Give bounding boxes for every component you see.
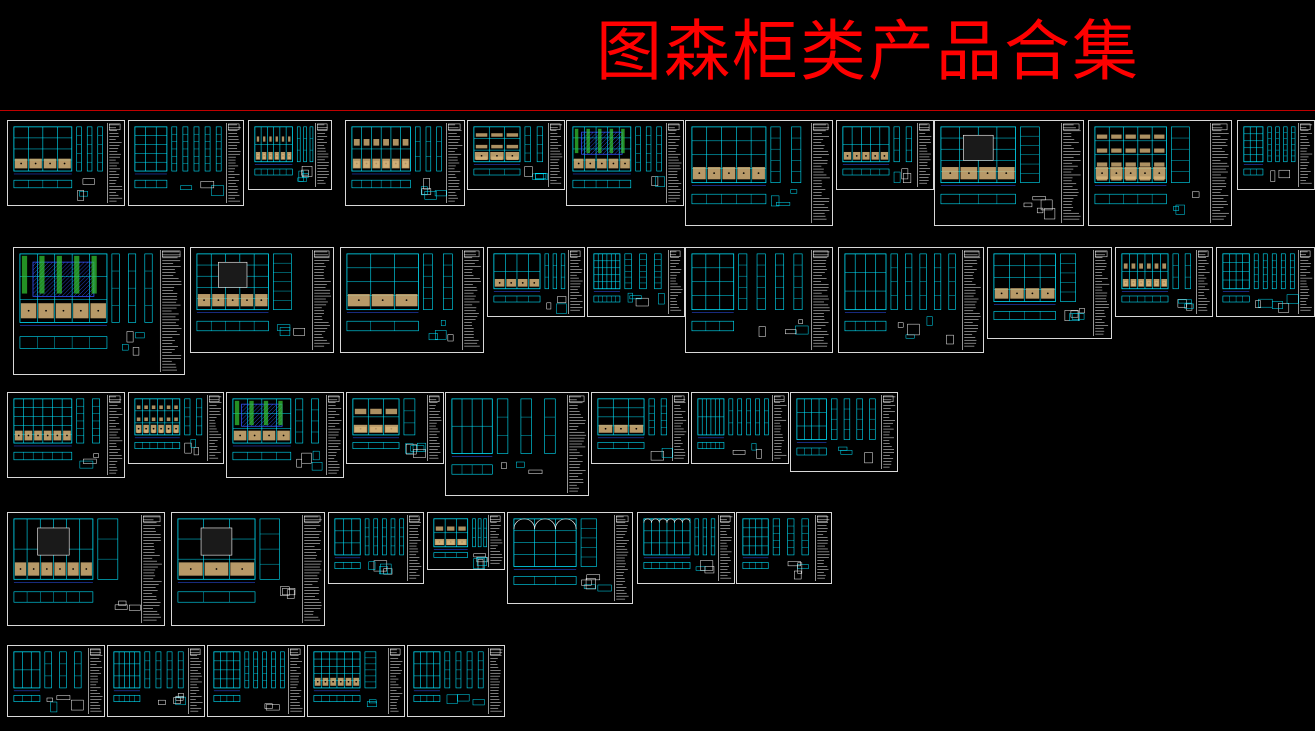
sheet-drawing-lines: [643, 514, 733, 582]
drawing-sheet-detail-views[interactable]: [790, 392, 898, 472]
sheet-drawing-lines: [13, 394, 123, 476]
sheet-drawing-lines: [493, 249, 583, 315]
drawing-sheet-hatched-panel[interactable]: [566, 120, 684, 206]
drawing-sheet-shelving[interactable]: [346, 392, 444, 464]
title-underline: [0, 110, 1315, 111]
sheet-drawing-lines: [134, 122, 241, 204]
drawing-sheet-elevation-grid[interactable]: [7, 120, 125, 206]
drawing-sheet-detail-views[interactable]: [407, 645, 505, 717]
drawing-sheet-detail-views[interactable]: [328, 512, 424, 584]
drawing-sheet-detail-views[interactable]: [587, 247, 685, 317]
drawing-sheet-tv-wall[interactable]: [190, 247, 334, 353]
sheet-drawing-lines: [313, 647, 403, 715]
drawing-sheet-elevation-grid[interactable]: [591, 392, 689, 464]
drawing-sheet-elevation-grid[interactable]: [987, 247, 1112, 339]
sheet-drawing-lines: [346, 249, 481, 351]
sheet-drawing-lines: [597, 394, 687, 462]
drawing-sheet-tv-wall[interactable]: [934, 120, 1084, 226]
drawing-sheet-detail-views[interactable]: [1216, 247, 1315, 317]
sheet-drawing-lines: [413, 647, 503, 715]
sheet-drawing-lines: [196, 249, 332, 351]
drawing-sheet-shelving[interactable]: [1115, 247, 1213, 317]
drawing-sheet-shelving[interactable]: [427, 512, 505, 570]
drawing-sheet-detail-views[interactable]: [7, 645, 105, 717]
drawing-sheet-shelving[interactable]: [248, 120, 332, 190]
sheet-drawing-lines: [1121, 249, 1210, 315]
sheet-drawing-lines: [13, 514, 162, 624]
sheet-drawing-lines: [842, 122, 932, 188]
drawing-sheet-sectional-parts[interactable]: [736, 512, 832, 584]
sheet-drawing-lines: [334, 514, 422, 582]
drawing-sheet-shelving[interactable]: [1088, 120, 1232, 226]
sheet-drawing-lines: [232, 394, 342, 476]
sheet-drawing-lines: [513, 514, 629, 602]
sheet-drawing-lines: [19, 249, 182, 373]
drawing-sheet-shelving[interactable]: [345, 120, 465, 206]
sheet-drawing-lines: [940, 122, 1081, 224]
drawing-sheet-elevation-grid[interactable]: [685, 120, 833, 226]
sheet-drawing-lines: [593, 249, 683, 315]
drawing-sheet-hatched-panel[interactable]: [226, 392, 344, 478]
drawing-sheet-sectional-parts[interactable]: [685, 247, 833, 353]
sheet-drawing-lines: [352, 394, 442, 462]
drawing-sheet-elevation-grid[interactable]: [836, 120, 934, 190]
sheet-drawing-lines: [13, 647, 103, 715]
sheet-drawing-lines: [134, 394, 222, 462]
drawing-sheet-hatched-panel[interactable]: [13, 247, 185, 375]
sheet-drawing-lines: [451, 394, 587, 494]
drawing-sheet-elevation-grid[interactable]: [340, 247, 484, 353]
sheet-drawing-lines: [433, 514, 503, 569]
sheet-drawing-lines: [742, 514, 830, 582]
drawing-sheet-detail-views[interactable]: [128, 120, 244, 206]
drawing-sheet-detail-views[interactable]: [207, 645, 305, 717]
drawing-sheet-shelving[interactable]: [128, 392, 224, 464]
drawing-sheet-detail-views[interactable]: [838, 247, 984, 353]
sheet-drawing-lines: [473, 122, 563, 188]
sheet-drawing-lines: [113, 647, 203, 715]
drawing-sheet-arch-front[interactable]: [507, 512, 633, 604]
collection-title: 图森柜类产品合集: [596, 13, 1140, 90]
sheet-drawing-lines: [13, 122, 123, 204]
sheet-drawing-lines: [796, 394, 896, 470]
sheet-drawing-lines: [351, 122, 463, 204]
sheet-drawing-lines: [254, 122, 330, 188]
drawing-sheet-shelving[interactable]: [467, 120, 565, 190]
drawing-sheet-detail-views[interactable]: [445, 392, 589, 496]
drawing-sheet-arch-front[interactable]: [637, 512, 735, 584]
sheet-drawing-lines: [697, 394, 787, 462]
sheet-drawing-lines: [691, 249, 830, 351]
sheet-drawing-lines: [1243, 122, 1313, 188]
sheet-drawing-lines: [993, 249, 1110, 337]
sheet-drawing-lines: [572, 122, 682, 204]
drawing-sheet-detail-views[interactable]: [1237, 120, 1315, 190]
sheet-drawing-lines: [691, 122, 830, 224]
sheet-drawing-lines: [844, 249, 981, 351]
sheet-drawing-lines: [1094, 122, 1229, 224]
sheet-drawing-lines: [177, 514, 322, 624]
drawing-sheet-sectional-parts[interactable]: [691, 392, 789, 464]
drawing-sheet-tv-wall[interactable]: [7, 512, 165, 626]
drawing-sheet-elevation-grid[interactable]: [7, 392, 125, 478]
sheet-drawing-lines: [1222, 249, 1313, 315]
drawing-sheet-elevation-grid[interactable]: [487, 247, 585, 317]
sheet-drawing-lines: [213, 647, 303, 715]
drawing-sheet-tv-wall[interactable]: [171, 512, 325, 626]
drawing-sheet-sectional-parts[interactable]: [107, 645, 205, 717]
drawing-sheet-elevation-grid[interactable]: [307, 645, 405, 717]
